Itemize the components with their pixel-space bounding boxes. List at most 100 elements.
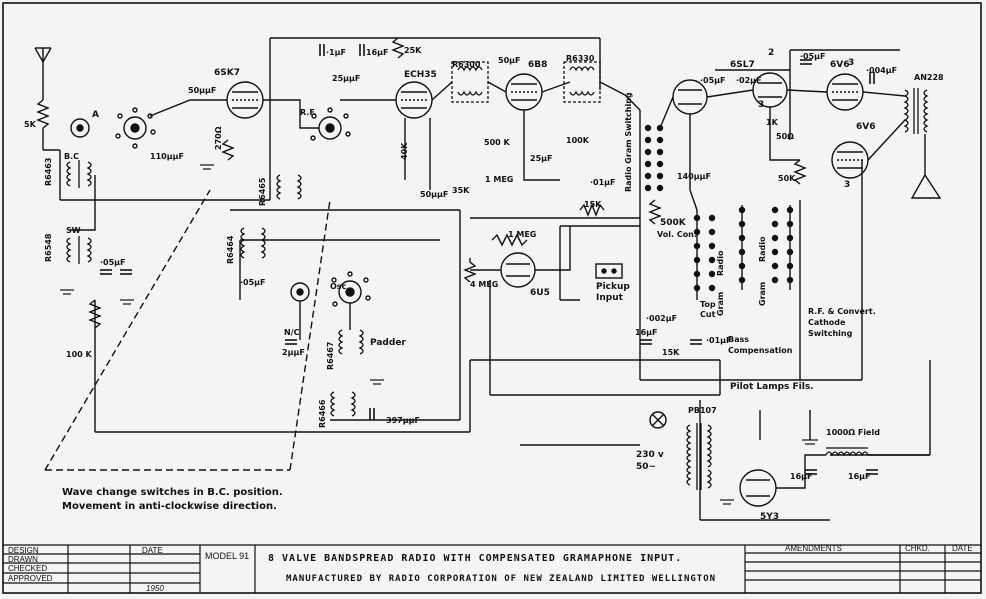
label-15k: 15K [584,200,602,209]
label-c25uuf: 25µµF [332,74,361,83]
label-c01: ·01µF [706,336,732,345]
label-15k-bass: 15K [662,348,680,357]
valve-label-6sl7: 6SL7 [730,60,755,70]
label-gram: Gram [716,291,725,316]
valve-label-6sk7: 6SK7 [214,68,240,78]
resistor-25k [391,37,405,59]
label-radio: Radio [716,250,725,276]
label-rf: R.F. [300,108,317,117]
valve-label-6u5: 6U5 [530,288,550,298]
resistor-5k [36,99,50,129]
tb-title-line-1: 8 VALVE BANDSPREAD RADIO WITH COMPENSATE… [268,553,683,564]
ground-symbols [60,164,818,505]
label-bc: B.C [64,152,80,161]
radio-gram-switch [644,124,664,192]
label-bass-compensation: Bass Compensation [728,335,793,355]
antenna-symbol [34,47,52,100]
label-c50uf-6b8: 50µF [498,56,521,65]
label-cathode-switching: R.F. & Convert. Cathode Switching [808,307,876,338]
label-c1uf: ·1µF [326,48,346,57]
label-r6464: R6464 [226,235,235,264]
label-gram-2: Gram [758,281,767,306]
label-vol-con: Vol. Con. [657,230,697,239]
label-35k: 35K [452,186,470,195]
resistor-1meg-6u5 [491,233,528,247]
label-pickup-input: Pickup Input [596,282,630,303]
label-c140uuf: 140µµF [677,172,711,181]
wave-switch-a [115,107,156,149]
label-500k-b: 500 K [484,138,510,147]
label-field: 1000Ω Field [826,428,880,437]
label-top-cut: Top Cut [700,300,716,319]
label-pb107: PB107 [688,406,717,415]
valve-6v6-a [826,73,864,111]
pilot-lamp-symbol [649,411,667,429]
label-c50uuf-a: 50µµF [188,86,217,95]
label-c05-out: ·05µF [800,52,826,61]
coil-r6463 [66,160,92,188]
valve-label-6v6-b: 6V6 [856,122,876,132]
note-line-1: Wave change switches in B.C. position. [62,487,283,498]
valve-label-5y3: 5Y3 [760,512,780,522]
resistor-270 [221,139,235,161]
label-270: 270Ω [214,126,223,151]
tb-chkd: CHKD. [905,544,930,553]
power-transformer [686,423,712,490]
label-c004: ·004µF [866,66,898,75]
label-100k-mid: 100K [566,136,589,145]
label-pin-3b: 3 [848,58,855,68]
label-r6330: R6330 [566,54,595,63]
label-pilot-lamps: Pilot Lamps Fils. [730,382,814,392]
label-50ohm: 50Ω [776,132,794,141]
label-c05-left: ·05µF [100,258,126,267]
valve-6v6-b [831,141,869,179]
label-c16uf-ps2: 16µF [848,472,871,481]
label-c110uuf-a: 110µµF [150,152,184,161]
pickup-socket [595,263,623,279]
label-a: A [92,110,99,120]
label-c002: ·002µF [646,314,678,323]
label-r6467: R6467 [326,341,335,370]
label-mains-freq: 50~ [636,462,657,472]
wave-switch-aerial [70,118,90,138]
coil-r6467 [338,329,364,355]
capacitor-marks [100,44,878,475]
label-25k: 25K [404,46,422,55]
coil-r6548 [66,236,92,264]
tb-title-line-2: MANUFACTURED BY RADIO CORPORATION OF NEW… [286,574,717,584]
note-line-2: Movement in anti-clockwise direction. [62,501,277,512]
label-5k: 5K [24,120,36,129]
resistor-500k-vol [648,199,662,225]
tb-drawn: DRAWN [8,555,38,564]
label-nc: N/C [284,328,300,337]
label-an228: AN228 [914,73,944,82]
label-padder: Padder [370,338,406,348]
wave-switch-nc [290,282,310,302]
field-coil [825,447,869,457]
coil-r6466 [330,391,356,417]
label-r6548: R6548 [44,233,53,262]
title-block-grid [3,544,981,593]
tb-date-header: DATE [142,546,163,555]
label-c16uf-ps1: 16µF [790,472,813,481]
label-r6465: R6465 [258,177,267,206]
coil-r6464 [240,227,266,259]
label-100k: 100 K [66,350,92,359]
label-r6463: R6463 [44,157,53,186]
resistor-4meg [463,258,477,283]
label-c02-6sl7: ·02µF [736,76,762,85]
output-transformer [903,88,929,134]
valve-label-ech35: ECH35 [404,70,437,80]
valve-6sk7 [226,81,264,119]
label-r6300: R6300 [452,60,481,69]
wave-switch-rf [310,107,351,141]
tb-checked: CHECKED [8,564,48,573]
label-pin-3c: 3 [844,180,851,190]
valve-6b8 [505,73,543,111]
label-radio-gram-switching: Radio Gram Switching [624,92,633,192]
label-1meg: 1 MEG [485,175,514,184]
speaker-symbol [910,134,942,199]
